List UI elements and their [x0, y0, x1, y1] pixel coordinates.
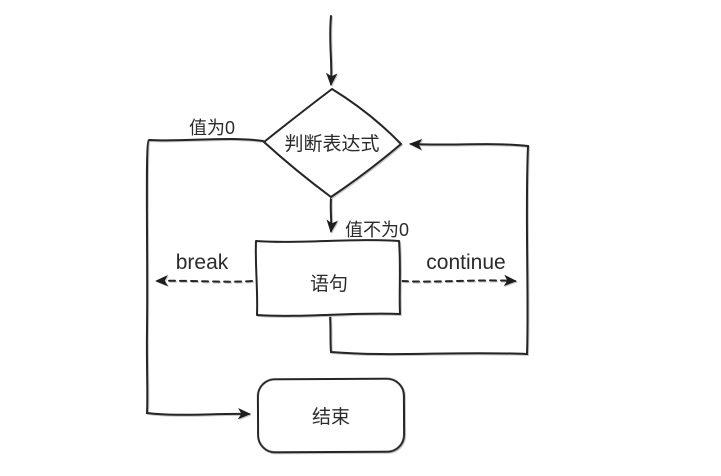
value-nonzero-label: 值不为0	[345, 220, 409, 240]
statement-label: 语句	[310, 273, 348, 295]
condition-diamond	[263, 88, 402, 198]
condition-to-statement-arrow	[326, 197, 338, 233]
end-box	[256, 377, 406, 454]
loop-back-arrow	[329, 138, 530, 356]
end-label: 结束	[312, 406, 350, 428]
value-zero-label: 值为0	[189, 118, 235, 138]
continue-arrow	[401, 274, 517, 287]
entry-arrow	[326, 15, 338, 86]
break-label: break	[176, 251, 229, 274]
break-arrow	[155, 274, 253, 287]
exit-to-end-arrow	[145, 137, 264, 420]
condition-label: 判断表达式	[284, 133, 379, 155]
continue-label: continue	[426, 251, 505, 274]
statement-box	[254, 239, 401, 317]
